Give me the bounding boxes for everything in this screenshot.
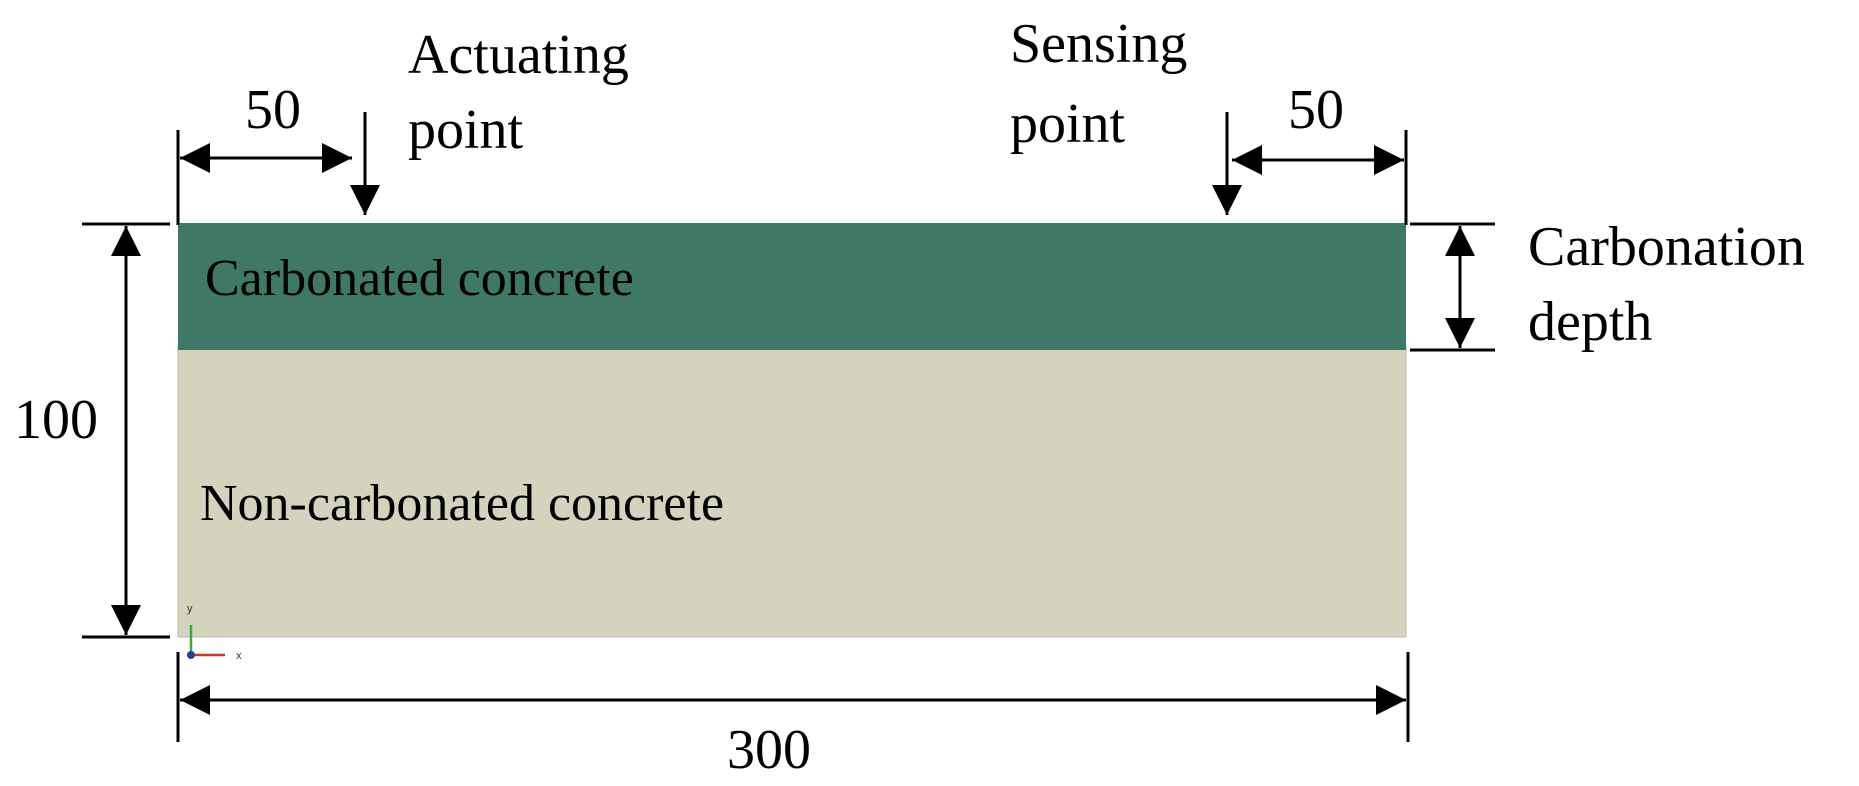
- non-carbonated-region: [177, 346, 1407, 638]
- carbonated-region: [178, 223, 1406, 350]
- triad-origin: [187, 651, 195, 659]
- left-offset-value: 50: [245, 79, 301, 141]
- carbonated-label: Carbonated concrete: [205, 250, 634, 307]
- triad-y-label: y: [187, 603, 193, 615]
- carbonation-depth-label-line1: Carbonation: [1528, 216, 1805, 278]
- right-offset-value: 50: [1288, 79, 1344, 141]
- non-carbonated-label: Non-carbonated concrete: [200, 475, 724, 532]
- carbonation-depth-label-line2: depth: [1528, 291, 1652, 353]
- coordinate-triad: y x: [187, 603, 242, 662]
- sensing-point-label-line1: Sensing: [1010, 13, 1187, 75]
- actuating-point-label-line2: point: [408, 99, 524, 161]
- actuating-point-label-line1: Actuating: [408, 24, 629, 86]
- sensing-point-label-line2: point: [1010, 93, 1126, 155]
- triad-x-label: x: [236, 650, 242, 662]
- height-value: 100: [14, 389, 98, 451]
- width-value: 300: [727, 719, 811, 781]
